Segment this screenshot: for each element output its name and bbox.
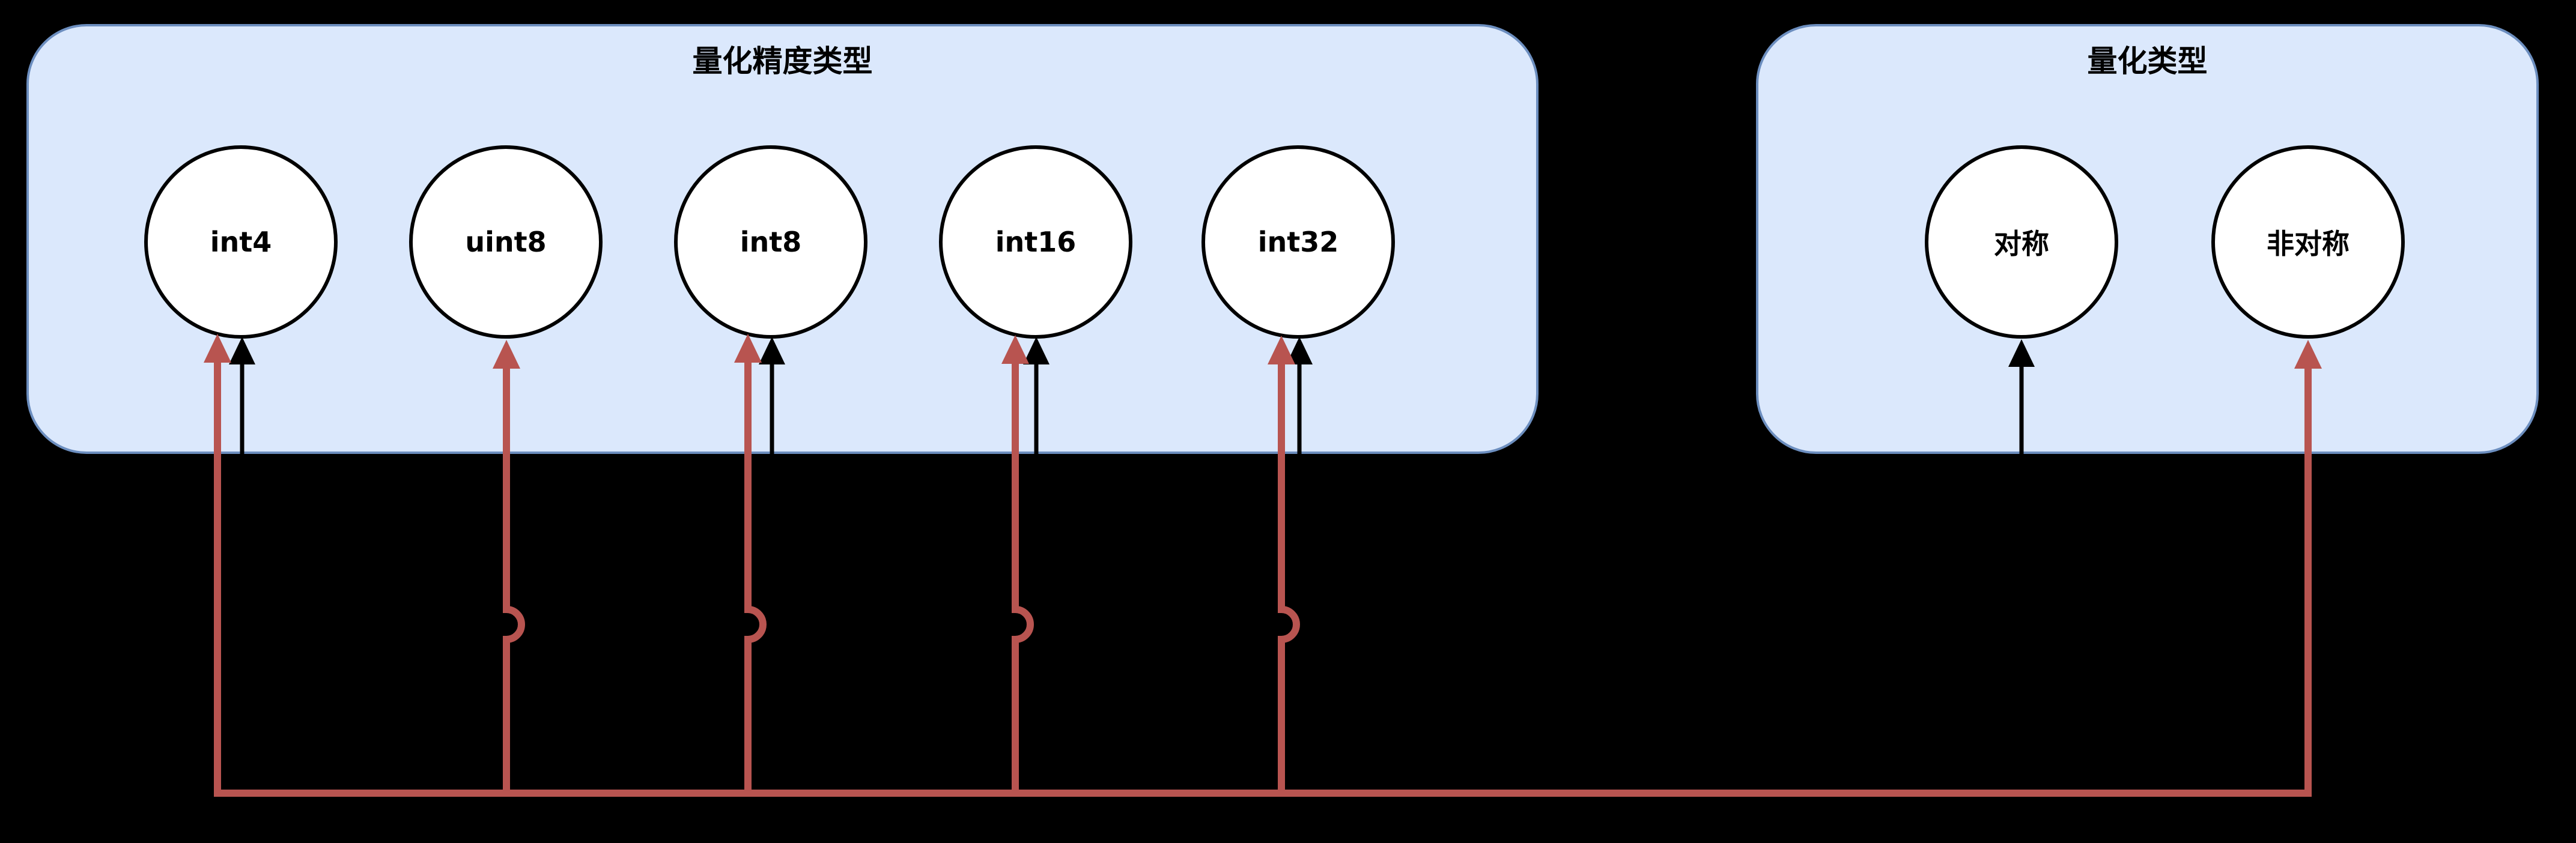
node-int4: int4 (144, 145, 338, 339)
node-int8: int8 (674, 145, 867, 339)
group-box-quantization-types: 量化类型 (1756, 24, 2539, 454)
node-int16-label: int16 (995, 226, 1077, 258)
node-uint8-label: uint8 (465, 226, 547, 258)
node-symmetric-label: 对称 (1994, 228, 2049, 260)
node-int8-label: int8 (740, 226, 802, 258)
group-title-quantization: 量化类型 (2087, 44, 2208, 79)
node-int16: int16 (939, 145, 1132, 339)
node-int32-label: int32 (1257, 226, 1339, 258)
group-title-precision: 量化精度类型 (692, 44, 873, 79)
node-uint8: uint8 (409, 145, 603, 339)
node-asymmetric: 非对称 (2211, 145, 2405, 339)
node-int32: int32 (1201, 145, 1395, 339)
node-int4-label: int4 (210, 226, 272, 258)
node-symmetric: 对称 (1925, 145, 2118, 339)
node-asymmetric-label: 非对称 (2267, 228, 2350, 260)
